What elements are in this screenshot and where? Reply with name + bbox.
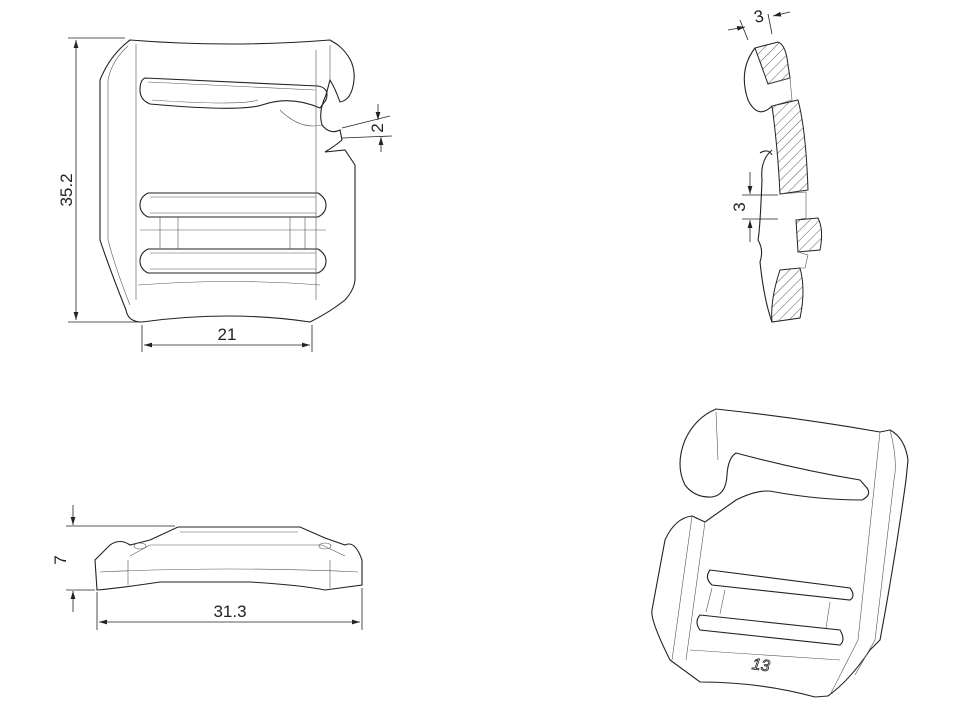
section-thickness-dimension: 3 bbox=[752, 6, 765, 27]
gap-dimension: 2 bbox=[368, 123, 387, 132]
thickness-dimension: 7 bbox=[51, 555, 70, 564]
bottom-view bbox=[66, 505, 363, 630]
length-dimension: 31.3 bbox=[213, 602, 246, 621]
section-slot-dimension: 3 bbox=[730, 202, 749, 211]
isometric-view bbox=[651, 408, 909, 698]
height-dimension: 35.2 bbox=[57, 173, 76, 206]
section-view bbox=[727, 11, 823, 323]
logo-13: 13 bbox=[751, 656, 771, 675]
width-dimension: 21 bbox=[218, 325, 237, 344]
front-view bbox=[68, 37, 393, 352]
